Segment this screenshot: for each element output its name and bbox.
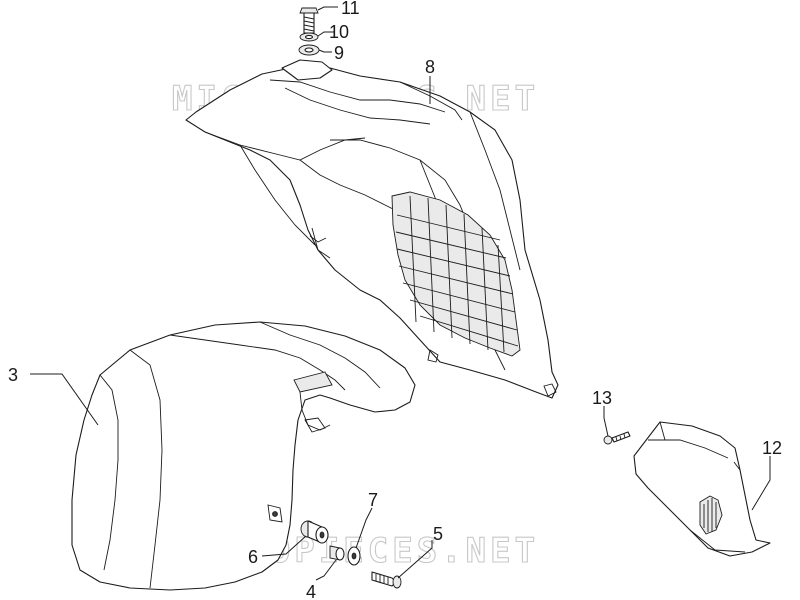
screw-part-11: [299, 7, 319, 34]
callout-8: 8: [425, 57, 435, 77]
callout-4: 4: [306, 582, 316, 600]
callout-5: 5: [433, 524, 443, 544]
callout-11: 11: [341, 0, 360, 18]
callout-12: 12: [762, 438, 782, 458]
leader-9: [318, 49, 332, 53]
leader-12: [751, 456, 771, 511]
washer-part-7: [347, 546, 361, 566]
front-shield-part-8: [185, 59, 559, 399]
leader-7: [355, 507, 373, 549]
spacer-part-4: [329, 545, 345, 561]
callout-3: 3: [8, 365, 18, 385]
callout-9: 9: [334, 43, 344, 63]
callout-6: 6: [248, 547, 258, 567]
leader-3: [30, 373, 99, 426]
bushing-part-6: [300, 520, 329, 544]
callout-10: 10: [329, 22, 349, 42]
leader-10: [317, 31, 334, 37]
cover-panel-part-12: [633, 421, 771, 557]
front-fender-part-3: [71, 321, 416, 591]
leader-11: [317, 6, 338, 11]
callout-13: 13: [592, 388, 612, 408]
washer-part-9: [298, 44, 320, 56]
washer-part-10: [299, 32, 319, 42]
leader-13: [603, 406, 609, 437]
screw-part-13: [603, 431, 631, 445]
leader-5: [397, 540, 433, 579]
leader-lines: [30, 6, 771, 581]
bolt-part-5: [371, 571, 402, 589]
leader-4: [315, 559, 337, 581]
callout-7: 7: [368, 490, 378, 510]
leader-6: [261, 535, 307, 557]
